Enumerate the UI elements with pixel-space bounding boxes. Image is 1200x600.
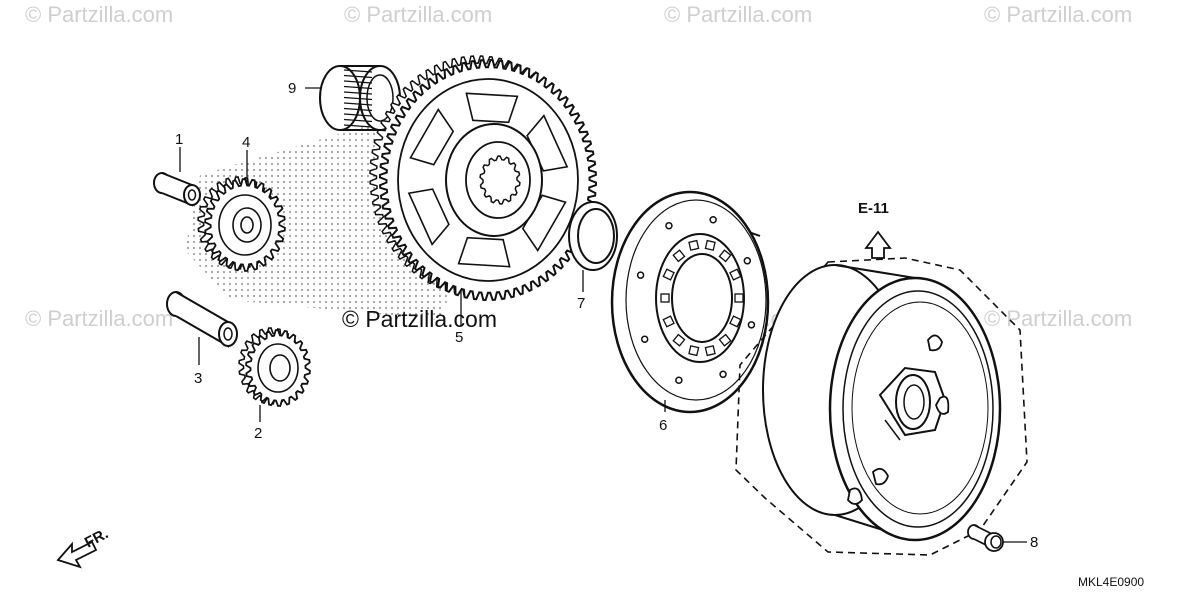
- driven-starter-gear-part[interactable]: [369, 55, 598, 302]
- flange-bolt-part[interactable]: [967, 524, 1004, 552]
- watermark: © Partzilla.com: [984, 2, 1133, 27]
- washer-part[interactable]: [568, 201, 618, 271]
- watermark: © Partzilla.com: [344, 2, 493, 27]
- reference-e11[interactable]: E-11: [858, 200, 892, 259]
- callout-7[interactable]: 7: [577, 295, 585, 312]
- watermark: © Partzilla.com: [25, 2, 174, 27]
- watermark: © Partzilla.com: [984, 306, 1133, 331]
- flywheel-assembly[interactable]: [735, 257, 1028, 556]
- callout-8[interactable]: 8: [1030, 534, 1038, 551]
- center-watermark: © Partzilla.com: [342, 306, 497, 332]
- reference-label: E-11: [858, 200, 889, 217]
- front-direction-indicator: FR.: [56, 525, 111, 569]
- idle-gear-part[interactable]: [197, 176, 286, 272]
- callout-5[interactable]: 5: [455, 329, 463, 346]
- watermark: © Partzilla.com: [664, 2, 813, 27]
- callout-2[interactable]: 2: [254, 425, 262, 442]
- dowel-pin-long-part[interactable]: [166, 291, 238, 348]
- small-gear-part[interactable]: [238, 327, 311, 407]
- watermark: © Partzilla.com: [25, 306, 174, 331]
- callout-3[interactable]: 3: [194, 370, 202, 387]
- callout-6[interactable]: 6: [659, 417, 667, 434]
- diagram-code: MKL4E0900: [1078, 575, 1144, 589]
- callout-4[interactable]: 4: [242, 134, 250, 151]
- up-arrow-icon: [864, 230, 892, 259]
- callout-1[interactable]: 1: [175, 131, 183, 148]
- starter-clutch-part[interactable]: [610, 190, 770, 414]
- needle-bearing-part[interactable]: [319, 65, 401, 131]
- dowel-pin-short-part[interactable]: [153, 172, 201, 207]
- callouts: [179, 87, 1027, 543]
- callout-9[interactable]: 9: [288, 80, 296, 97]
- front-arrow-icon: [56, 540, 98, 569]
